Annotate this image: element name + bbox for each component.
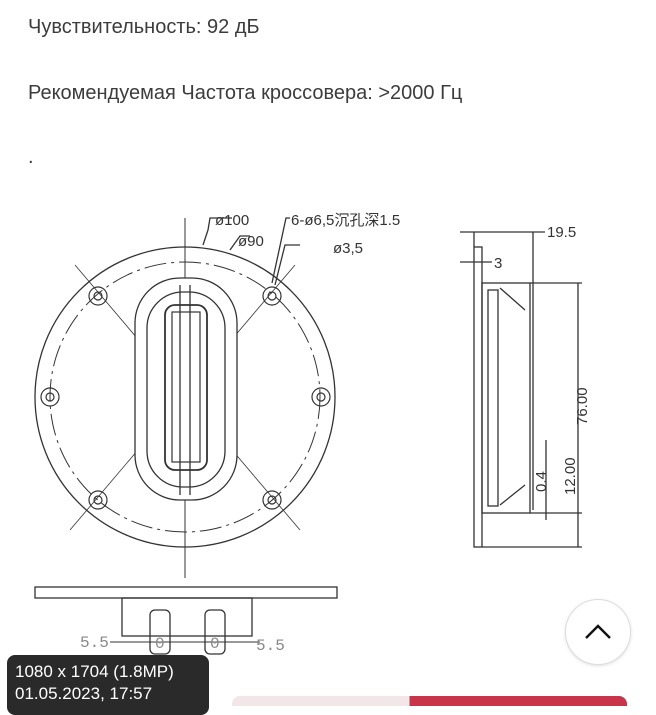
dim-label: 12.00 <box>562 457 579 495</box>
dim-label: ø3,5 <box>333 240 363 257</box>
dim-label: ø100 <box>215 212 249 229</box>
side-view: 19.5 3 76.00 0.4 12.00 <box>460 224 591 548</box>
dim-label: 5.5 <box>256 637 285 655</box>
dim-label: 0 <box>155 635 165 653</box>
front-view: ø100 ø90 6-ø6,5沉孔深1.5 ø3,5 <box>34 212 400 578</box>
image-date: 01.05.2023, 17:57 <box>15 684 153 703</box>
image-info-overlay: 1080 x 1704 (1.8MP) 01.05.2023, 17:57 <box>7 655 209 715</box>
dim-label: 3 <box>494 255 502 272</box>
image-dimensions: 1080 x 1704 (1.8MP) <box>15 662 174 681</box>
scroll-to-top-button[interactable] <box>565 599 631 665</box>
dim-label: 5.5 <box>80 634 109 652</box>
dim-label: 6-ø6,5沉孔深1.5 <box>291 212 400 229</box>
sensitivity-text: Чувствительность: 92 дБ <box>28 16 260 38</box>
dim-label: 0 <box>210 635 220 653</box>
bottom-view: 5.5 0 0 5.5 <box>34 586 338 655</box>
dim-label: 0.4 <box>533 471 550 492</box>
dim-label: 76.00 <box>574 387 591 425</box>
dim-label: ø90 <box>238 233 264 250</box>
dim-label: 19.5 <box>547 224 576 241</box>
crossover-text: Рекомендуемая Частота кроссовера: >2000 … <box>28 82 463 104</box>
chevron-up-icon <box>585 624 611 639</box>
dot-text: . <box>28 146 34 168</box>
bottom-action-bar[interactable] <box>232 696 627 706</box>
speaker-technical-drawing: ø100 ø90 6-ø6,5沉孔深1.5 ø3,5 19.5 3 76.00 … <box>34 212 591 655</box>
